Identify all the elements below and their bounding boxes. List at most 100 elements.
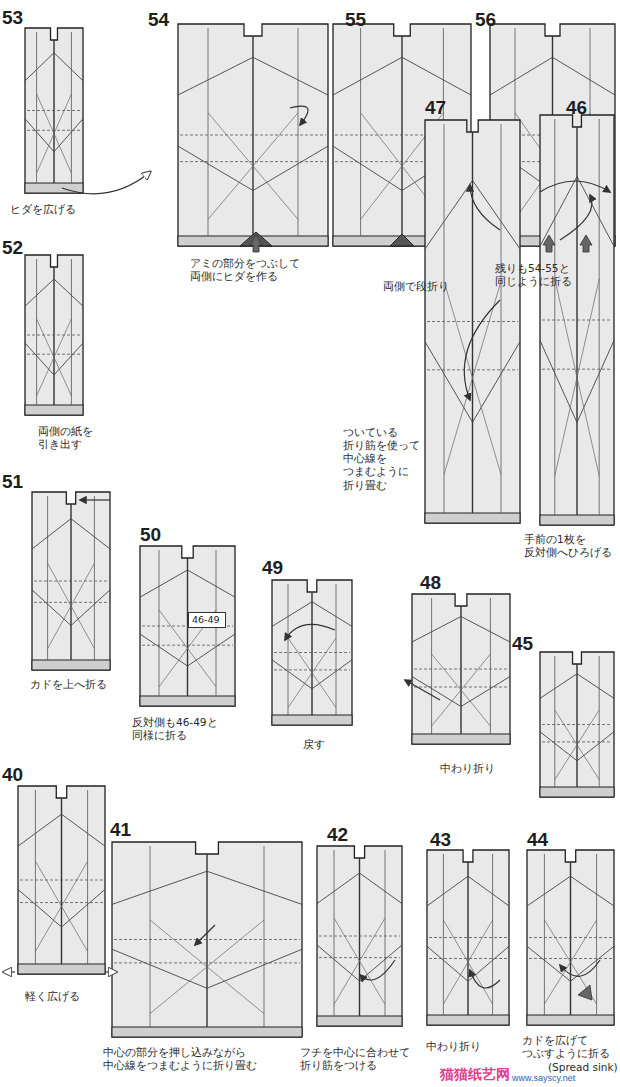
paper-band	[317, 1016, 402, 1026]
paper-outline	[272, 580, 352, 725]
fold-arrow	[405, 680, 440, 700]
step-number: 50	[140, 523, 161, 547]
step-number: 45	[512, 632, 533, 656]
folded-model	[540, 652, 614, 797]
reference-box: 46-49	[188, 612, 226, 628]
crease-line	[492, 854, 493, 1015]
watermark-url: www.sayscy.net	[512, 1073, 575, 1084]
crease-line	[544, 854, 545, 1015]
crease-line	[429, 937, 507, 938]
watermark: 猫猫纸艺网	[440, 1066, 510, 1084]
crease-line	[527, 876, 571, 906]
fold-arrow	[470, 185, 500, 230]
fold-arrow	[560, 960, 600, 976]
instruction-text: (Spread sink)	[548, 1061, 618, 1074]
folded-model	[178, 24, 328, 246]
crease-line	[319, 936, 400, 937]
crease-line	[274, 652, 350, 653]
crease-line	[36, 32, 37, 183]
crease-line	[429, 958, 507, 959]
step-number: 43	[430, 828, 451, 852]
crease-line	[540, 674, 577, 699]
crease-line	[27, 130, 81, 131]
instruction-text: ついている 折り筋を使って 中心線を つまむように 折り畳む	[343, 426, 421, 492]
crease-line	[53, 40, 54, 183]
crease-line	[529, 958, 612, 959]
crease-line	[443, 854, 444, 1015]
crease-line	[288, 638, 336, 708]
crease-line	[288, 584, 289, 715]
folded-model	[25, 255, 83, 415]
crease-line	[48, 563, 95, 648]
crease-line	[48, 563, 95, 648]
crease-line	[61, 798, 62, 964]
crease-line	[490, 598, 491, 734]
crease-line	[490, 57, 553, 95]
crease-line	[35, 861, 87, 951]
crease-line	[334, 850, 335, 1016]
fold-arrow	[360, 960, 395, 980]
crease-line	[32, 519, 71, 549]
paper-band	[112, 1027, 302, 1037]
crease-line	[150, 920, 264, 1014]
crease-line	[360, 873, 403, 904]
step-number: 40	[2, 763, 23, 787]
crease-line	[150, 920, 264, 1014]
crease-line	[35, 790, 36, 964]
push-mark	[543, 235, 555, 252]
paper-outline	[540, 115, 614, 525]
crease-line	[288, 638, 336, 708]
paper-band	[412, 734, 510, 744]
folded-model	[272, 580, 352, 725]
fold-arrow	[285, 624, 335, 640]
instruction-text: 両側で段折り	[383, 280, 449, 293]
crease-line	[114, 939, 300, 940]
instruction-text: 中わり折り	[426, 1040, 481, 1053]
instruction-text: 中わり折り	[440, 762, 495, 775]
crease-line	[542, 724, 612, 725]
crease-line	[412, 617, 461, 643]
folded-model	[25, 28, 83, 193]
folded-model	[527, 850, 614, 1025]
paper-outline	[178, 24, 328, 246]
fold-arrow	[62, 172, 150, 194]
instruction-text: 手前の1枚を 反対側へひろげる	[524, 533, 614, 559]
crease-line	[473, 180, 521, 249]
box-text: 46-49	[192, 614, 220, 625]
paper-outline	[140, 546, 235, 706]
crease-line	[319, 957, 400, 958]
crease-line	[35, 861, 87, 951]
instruction-text: 中心の部分を押し込みながら 中心線をつまむように折り畳む	[103, 1046, 255, 1072]
crease-line	[427, 876, 468, 906]
fold-arrow	[470, 970, 500, 988]
step-number: 54	[148, 8, 169, 32]
crease-line	[62, 814, 106, 846]
crease-line	[542, 369, 612, 370]
step-number: 44	[527, 828, 548, 852]
paper-outline	[540, 652, 614, 797]
crease-line	[432, 654, 491, 726]
paper-band	[140, 696, 235, 706]
crease-line	[142, 645, 233, 646]
paper-band	[425, 513, 520, 523]
crease-line	[208, 28, 209, 236]
crease-line	[47, 496, 48, 660]
crease-line	[208, 113, 298, 220]
crease-line	[542, 741, 612, 742]
fold-arrow	[290, 106, 308, 125]
crease-line	[576, 664, 577, 787]
crease-line	[431, 598, 432, 734]
crease-line	[159, 550, 160, 696]
crease-line	[311, 592, 312, 715]
step-number: 52	[2, 236, 23, 260]
crease-line	[359, 858, 360, 1016]
crease-line	[334, 918, 385, 1004]
crease-line	[71, 519, 110, 549]
paper-outline	[527, 850, 614, 1025]
crease-line	[53, 267, 54, 405]
crease-line	[37, 319, 72, 396]
crease-line	[298, 28, 299, 236]
folded-model	[412, 594, 510, 744]
crease-line	[401, 36, 402, 236]
crease-line	[37, 94, 72, 173]
